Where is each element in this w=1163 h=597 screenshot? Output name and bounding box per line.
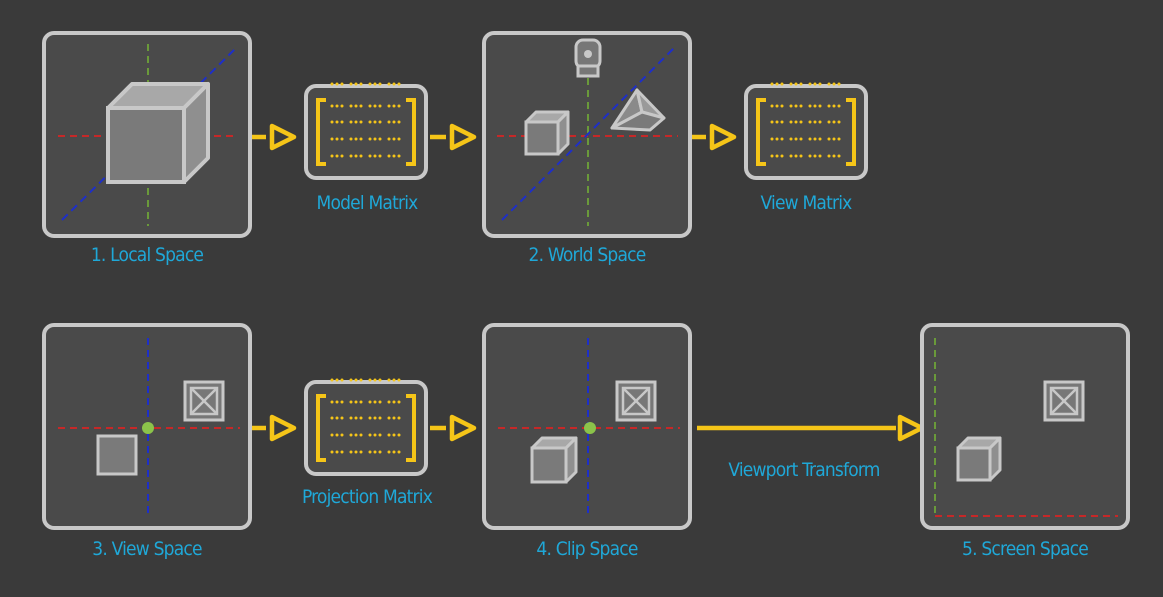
transform-label-view-matrix: View Matrix	[760, 192, 853, 214]
panel-world-space	[482, 31, 692, 238]
panel-clip-space	[482, 323, 692, 530]
panel-local-space	[42, 31, 252, 238]
panel-view-space	[42, 323, 252, 530]
cube-icon	[956, 436, 1002, 482]
crossed-box-icon	[183, 380, 225, 422]
cube-icon	[524, 110, 570, 156]
arrow-icon	[252, 126, 294, 148]
crossed-box-icon	[615, 380, 657, 422]
crossed-box-icon	[1043, 380, 1085, 422]
stage-label-world-space: 2. World Space	[528, 244, 647, 266]
arrow-icon	[430, 126, 474, 148]
matrix-icon	[304, 80, 428, 180]
panel-screen-space	[920, 323, 1130, 530]
transform-label-model-matrix: Model Matrix	[316, 192, 419, 214]
stage-label-view-space: 3. View Space	[92, 538, 202, 560]
stage-label-clip-space: 4. Clip Space	[536, 538, 638, 560]
transform-label-projection-matrix: Projection Matrix	[301, 486, 433, 508]
camera-icon	[574, 38, 602, 78]
arrow-icon	[252, 417, 294, 439]
cube-icon	[530, 436, 578, 484]
arrow-icon	[692, 126, 734, 148]
transform-label-viewport-transform: Viewport Transform	[728, 459, 880, 481]
stage-label-screen-space: 5. Screen Space	[962, 538, 1089, 560]
cube-icon	[106, 82, 210, 184]
arrow-icon	[430, 417, 474, 439]
stage-label-local-space: 1. Local Space	[90, 244, 204, 266]
matrix-icon	[304, 376, 428, 476]
square-icon	[96, 434, 138, 476]
arrow-icon	[697, 417, 922, 439]
pyramid-icon	[610, 88, 666, 132]
matrix-icon	[744, 80, 868, 180]
